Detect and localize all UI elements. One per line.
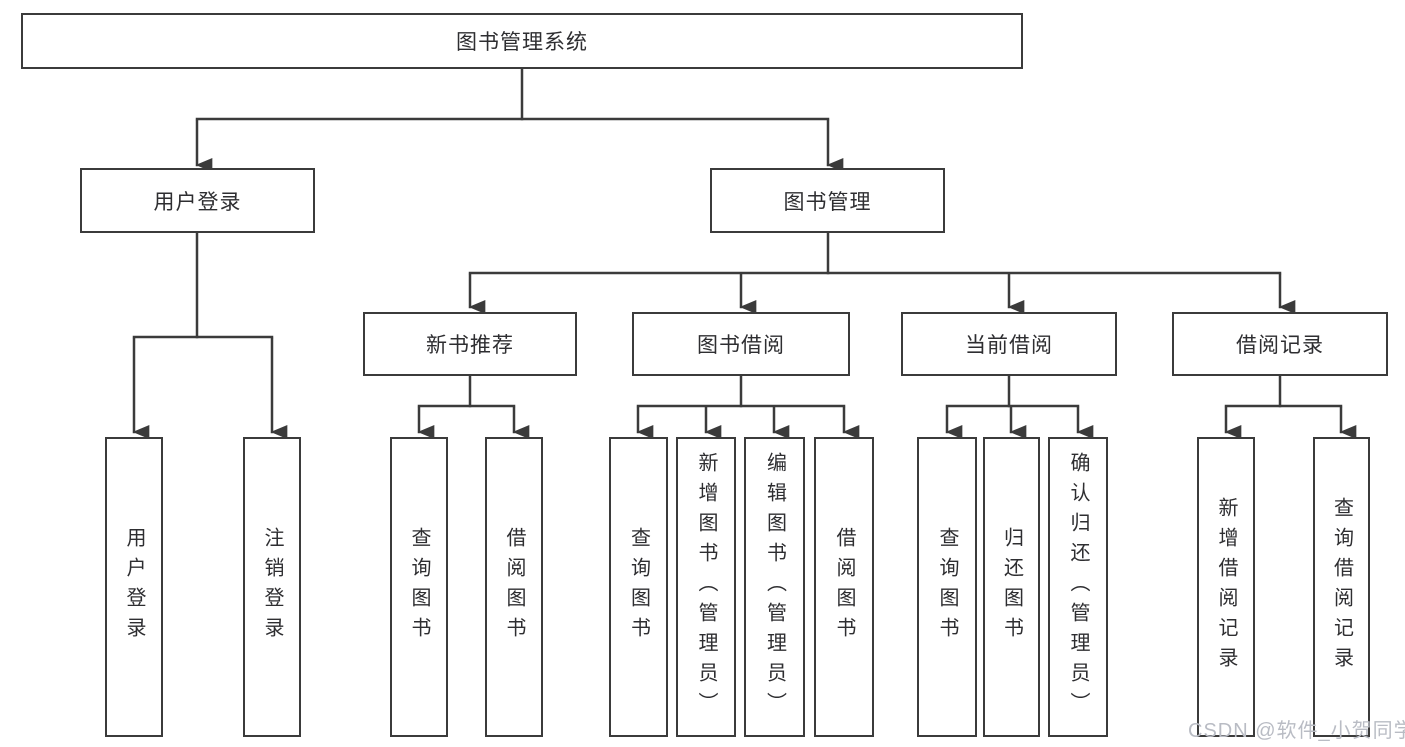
- node-label: 借阅记录: [1236, 334, 1324, 357]
- leaf-label: 查询图书: [936, 527, 958, 647]
- leaf-return-books: 归还图书: [983, 437, 1040, 737]
- leaf-label: 借阅图书: [833, 527, 855, 647]
- leaf-query-books-borrow: 查询图书: [609, 437, 668, 737]
- leaf-label: 借阅图书: [503, 527, 525, 647]
- node-book-management: 图书管理: [710, 168, 945, 233]
- leaf-label: 查询图书: [627, 527, 650, 647]
- node-label: 新书推荐: [426, 334, 514, 357]
- leaf-label: 用户登录: [123, 527, 145, 647]
- node-user-login: 用户登录: [80, 168, 315, 233]
- node-borrow-records: 借阅记录: [1172, 312, 1388, 376]
- leaf-label: 归还图书: [1000, 527, 1023, 647]
- leaf-label: 编辑图书（管理员）: [763, 452, 786, 722]
- leaf-add-book-admin: 新增图书（管理员）: [676, 437, 736, 737]
- leaf-label: 注销登录: [261, 527, 283, 647]
- leaf-query-books-current: 查询图书: [917, 437, 977, 737]
- leaf-label: 新增借阅记录: [1215, 497, 1237, 677]
- leaf-logout: 注销登录: [243, 437, 301, 737]
- leaf-label: 查询借阅记录: [1330, 497, 1353, 677]
- node-label: 图书借阅: [697, 334, 785, 357]
- leaf-edit-book-admin: 编辑图书（管理员）: [744, 437, 805, 737]
- csdn-watermark: CSDN @软件_小贺同学: [1188, 720, 1405, 742]
- node-label: 图书管理系统: [456, 31, 588, 54]
- leaf-user-login: 用户登录: [105, 437, 163, 737]
- node-library-management-system: 图书管理系统: [21, 13, 1023, 69]
- leaf-label: 确认归还（管理员）: [1067, 452, 1089, 722]
- node-new-book-recommend: 新书推荐: [363, 312, 577, 376]
- leaf-borrow-books: 借阅图书: [814, 437, 874, 737]
- leaf-add-borrow-record: 新增借阅记录: [1197, 437, 1255, 737]
- node-label: 图书管理: [783, 190, 872, 214]
- node-label: 用户登录: [153, 190, 242, 214]
- node-current-borrow: 当前借阅: [901, 312, 1117, 376]
- leaf-label: 查询图书: [408, 527, 430, 647]
- leaf-confirm-return-admin: 确认归还（管理员）: [1048, 437, 1108, 737]
- leaf-query-borrow-record: 查询借阅记录: [1313, 437, 1370, 737]
- leaf-label: 新增图书（管理员）: [695, 452, 717, 722]
- leaf-query-books-recommend: 查询图书: [390, 437, 448, 737]
- node-book-borrow: 图书借阅: [632, 312, 850, 376]
- leaf-borrow-books-recommend: 借阅图书: [485, 437, 543, 737]
- node-label: 当前借阅: [965, 334, 1053, 357]
